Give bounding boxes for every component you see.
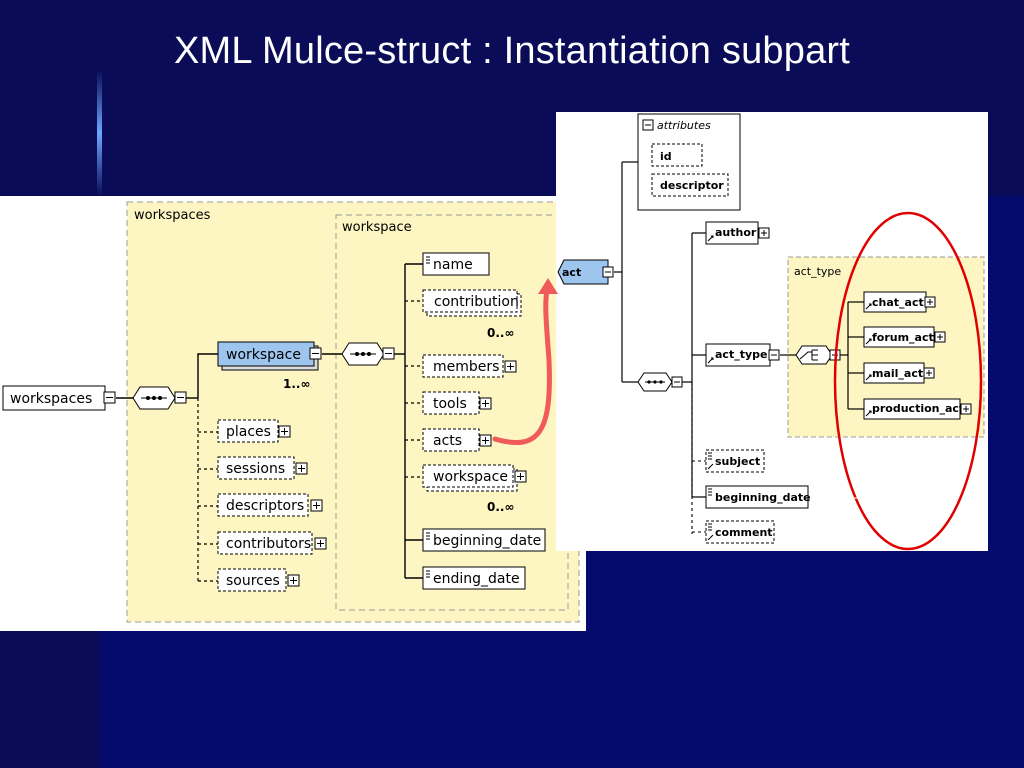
svg-text:contributors: contributors [226,536,311,552]
element-act-type[interactable]: act_type [705,343,780,367]
element-author[interactable]: author [705,221,770,245]
svg-text:beginning_date: beginning_date [715,491,811,504]
connector-lines [116,263,423,579]
element-tools[interactable]: tools [422,391,492,415]
svg-text:descriptors: descriptors [226,498,304,514]
svg-text:beginning_date: beginning_date [433,533,541,549]
element-chat-act[interactable]: chat_act [863,291,936,313]
workspaces-schema-panel: workspaces workspace workspaces [0,196,586,631]
element-ending-date[interactable]: ending_date [422,566,526,590]
cardinality-workspace: 1..∞ [283,377,310,391]
svg-text:forum_act: forum_act [872,331,934,344]
svg-text:author: author [715,226,757,239]
element-descriptors[interactable]: descriptors [217,493,323,517]
svg-text:subject: subject [715,455,760,468]
sequence-compositor-icon [132,386,187,410]
svg-text:acts: acts [433,433,462,449]
element-act[interactable]: act [557,259,614,285]
svg-text:attributes: attributes [657,119,711,132]
svg-text:ending_date: ending_date [433,571,520,587]
element-name[interactable]: name [422,252,490,276]
svg-text:act: act [562,266,581,279]
svg-text:comment: comment [715,526,773,539]
svg-text:id: id [660,150,672,163]
act-schema-diagram: attributes id descriptor act_type [557,113,985,544]
element-acts[interactable]: acts [422,428,492,452]
element-sessions[interactable]: sessions [217,456,308,480]
svg-text:tools: tools [433,396,467,412]
group-box-workspaces [126,201,580,623]
group-box-workspace [335,214,569,611]
element-sources[interactable]: sources [217,568,300,592]
element-subject[interactable]: subject [705,449,765,473]
element-comment[interactable]: comment [705,520,775,544]
slide-title: XML Mulce-struct : Instantiation subpart [173,30,851,72]
attribute-id[interactable]: id [651,143,703,167]
element-members[interactable]: members [422,354,517,378]
element-contribution[interactable]: contribution [422,289,522,317]
sequence-compositor-icon [637,372,683,392]
svg-text:sessions: sessions [226,461,285,477]
sequence-compositor-icon-2 [341,342,395,366]
element-workspaces[interactable]: workspaces [2,385,116,411]
svg-text:act_type: act_type [715,348,767,361]
element-beginning-date-right[interactable]: beginning_date [705,485,811,509]
annotation-blog-act: Blog_act [885,442,944,459]
element-beginning-date[interactable]: beginning_date [422,528,546,552]
svg-text:members: members [433,359,499,375]
annotation-audio-act: Audio_act [885,463,952,480]
element-workspace-child[interactable]: workspace [422,464,527,492]
group-label-act-type: act_type [794,265,841,278]
cardinality-contribution: 0..∞ [487,326,514,340]
annotation-ellipsis: … [885,483,900,500]
svg-text:workspaces: workspaces [10,391,92,407]
svg-text:production_act: production_act [872,402,964,415]
element-forum-act[interactable]: forum_act [863,326,946,348]
optional-connector-lines [197,300,423,582]
svg-text:sources: sources [226,573,280,589]
svg-text:workspace: workspace [226,347,301,363]
group-label-workspaces: workspaces [134,208,211,223]
element-contributors[interactable]: contributors [217,531,327,555]
svg-text:descriptor: descriptor [660,179,724,192]
element-workspace-selected[interactable]: workspace [217,341,322,371]
element-mail-act[interactable]: mail_act [863,362,935,384]
svg-text:name: name [433,257,473,273]
act-schema-panel: attributes id descriptor act_type [556,112,988,551]
svg-text:workspace: workspace [433,469,508,485]
svg-text:chat_act: chat_act [872,296,924,309]
attribute-descriptor[interactable]: descriptor [651,173,729,197]
workspaces-schema-diagram: workspaces workspace workspaces [2,201,580,623]
element-places[interactable]: places [217,419,291,443]
optional-connector-lines [691,382,706,534]
group-label-workspace: workspace [342,220,412,235]
element-production-act[interactable]: production_act [863,398,972,420]
background-glow-line [97,70,102,196]
svg-text:mail_act: mail_act [872,367,923,380]
svg-text:places: places [226,424,271,440]
cardinality-workspace-child: 0..∞ [487,500,514,514]
svg-text:contribution: contribution [434,294,519,310]
